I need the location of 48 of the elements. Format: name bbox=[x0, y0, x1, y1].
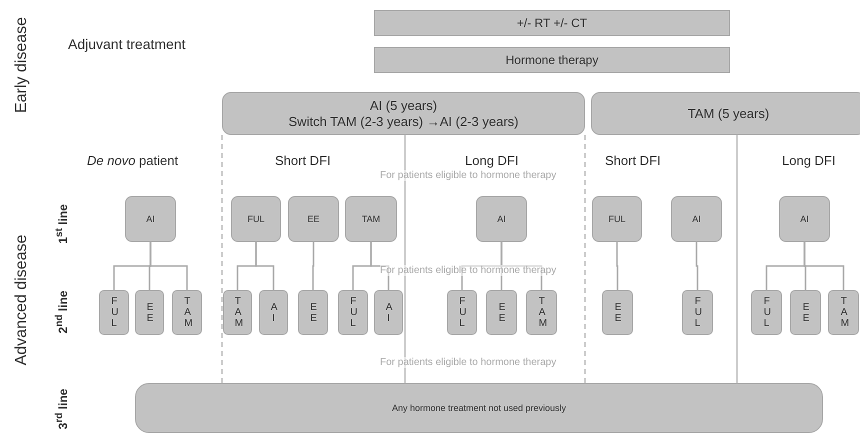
note-text: For patients eligible to hormone therapy bbox=[380, 170, 556, 181]
drug-box: FUL bbox=[592, 196, 642, 242]
drug-box: EE bbox=[135, 290, 164, 335]
column-label: Long DFI bbox=[782, 153, 836, 168]
drug-box: TAM bbox=[223, 290, 252, 335]
drug-box: FUL bbox=[751, 290, 782, 335]
drug-box: FUL bbox=[231, 196, 281, 242]
treatment-header: TAM (5 years) bbox=[591, 92, 860, 135]
treatment-bar: Any hormone treatment not used previously bbox=[135, 383, 823, 433]
connector-line bbox=[370, 242, 390, 290]
drug-box: FUL bbox=[447, 290, 477, 335]
drug-box: EE bbox=[298, 290, 328, 335]
drug-box: TAM bbox=[828, 290, 859, 335]
drug-box: FUL bbox=[682, 290, 713, 335]
drug-box: EE bbox=[602, 290, 633, 335]
note-text: For patients eligible to hormone therapy bbox=[380, 265, 556, 276]
drug-box: FUL bbox=[99, 290, 129, 335]
row-label: Advanced disease bbox=[13, 234, 31, 366]
drug-box: EE bbox=[288, 196, 339, 242]
note-text: For patients eligible to hormone therapy bbox=[380, 357, 556, 368]
connector-line bbox=[312, 242, 314, 290]
connector-line bbox=[150, 242, 188, 290]
drug-box: AI bbox=[671, 196, 722, 242]
connector-line bbox=[500, 242, 542, 290]
connector-line bbox=[696, 242, 698, 290]
connector-line bbox=[255, 242, 274, 290]
drug-box: TAM bbox=[345, 196, 397, 242]
drug-box: TAM bbox=[172, 290, 202, 335]
drug-box: AI bbox=[476, 196, 527, 242]
drug-box: AI bbox=[779, 196, 830, 242]
column-label: Long DFI bbox=[465, 153, 518, 168]
drug-box: AI bbox=[374, 290, 403, 335]
connector-line bbox=[616, 242, 618, 290]
treatment-bar: Hormone therapy bbox=[374, 47, 730, 73]
treatment-header: AI (5 years) Switch TAM (2-3 years) →AI (2-3 years) bbox=[222, 92, 585, 135]
drug-box: FUL bbox=[338, 290, 368, 335]
connector-line bbox=[804, 242, 844, 290]
drug-box: EE bbox=[486, 290, 517, 335]
column-label: Short DFI bbox=[605, 153, 661, 168]
drug-box: AI bbox=[125, 196, 176, 242]
row-label: Early disease bbox=[13, 16, 31, 114]
column-label: Short DFI bbox=[275, 153, 331, 168]
drug-box: TAM bbox=[526, 290, 557, 335]
treatment-bar: +/- RT +/- CT bbox=[374, 10, 730, 36]
column-label: Adjuvant treatment bbox=[68, 36, 186, 52]
drug-box: EE bbox=[790, 290, 821, 335]
column-label: De novo patient bbox=[87, 153, 178, 168]
drug-box: AI bbox=[259, 290, 288, 335]
